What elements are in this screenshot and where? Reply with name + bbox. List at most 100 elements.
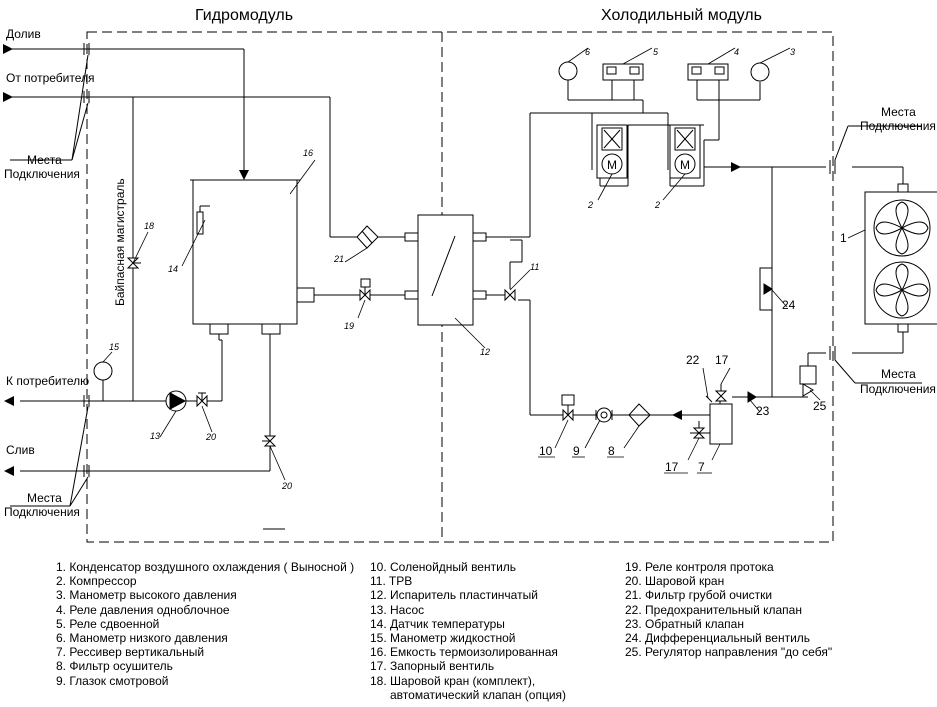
manometer-15-icon [93, 361, 113, 381]
label-connection-bottom-1: Места [27, 491, 62, 505]
num-21: 21 [333, 254, 344, 264]
legend-item: 14. Датчик температуры [370, 616, 505, 631]
title-hydromodule: Гидромодуль [195, 7, 293, 24]
num-23: 23 [756, 404, 770, 418]
check-valve-23-icon [747, 391, 757, 403]
low-pressure-gauge-6-icon [558, 61, 578, 81]
label-connection-top-1: Места [27, 153, 62, 167]
label-drain: Слив [6, 443, 35, 457]
legend-item: 3. Манометр высокого давления [56, 588, 237, 603]
sight-glass-9-icon [595, 407, 613, 423]
legend-column-1: 1. Конденсатор воздушного охлаждения ( В… [56, 560, 354, 688]
line-arrows [3, 44, 249, 476]
legend-item: 16. Емкость термоизолированная [370, 645, 558, 660]
arrow-doliv-icon [3, 44, 13, 54]
num-2a: 2 [587, 200, 593, 210]
num-22: 22 [686, 353, 700, 367]
label-doliv: Долив [6, 27, 41, 41]
legend-item: 13. Насос [370, 602, 425, 617]
num-20a: 20 [205, 432, 216, 442]
num-1: 1 [840, 231, 847, 245]
direction-regulator-25-icon [799, 365, 817, 397]
dual-relay-5-icon [602, 63, 644, 81]
arrow-liquid-icon [672, 410, 682, 420]
label-connection-right-bottom-2: Подключения [860, 382, 936, 396]
motor-letter-a: M [607, 158, 617, 172]
num-2b: 2 [654, 200, 660, 210]
plate-evaporator-12 [404, 214, 487, 326]
temperature-sensor-14-icon [196, 205, 210, 235]
legend-item: 22. Предохранительный клапан [625, 602, 802, 617]
arrow-into-tank-icon [239, 170, 249, 180]
legend-item: 6. Манометр низкого давления [56, 631, 228, 646]
legend-item: 23. Обратный клапан [625, 616, 744, 631]
num-12: 12 [480, 347, 490, 357]
num-17b: 17 [665, 460, 679, 474]
arrow-to-consumer-icon [4, 396, 14, 406]
receiver-7 [692, 384, 733, 445]
legend-item: 7. Рессивер вертикальный [56, 645, 205, 660]
label-connection-top-2: Подключения [4, 167, 80, 181]
ball-valve-20a-icon [196, 392, 208, 408]
hydromodule-piping [10, 48, 405, 530]
connection-flanges-left [10, 43, 90, 507]
motor-letter-b: M [680, 158, 690, 172]
num-7: 7 [698, 460, 705, 474]
num-14: 14 [168, 264, 178, 274]
num-8: 8 [608, 444, 615, 458]
legend-item: 20. Шаровой кран [625, 574, 725, 589]
num-10: 10 [539, 444, 553, 458]
label-connection-bottom-2: Подключения [4, 505, 80, 519]
legend-item: 1. Конденсатор воздушного охлаждения ( В… [56, 560, 355, 574]
legend-item: 9. Глазок смотровой [56, 673, 169, 688]
num-11: 11 [530, 262, 539, 272]
pressure-relay-4-icon [687, 63, 729, 81]
ball-valve-20b-icon [262, 435, 277, 447]
arrow-from-consumer-icon [3, 92, 13, 102]
differential-valve-24-icon [759, 267, 773, 311]
legend-item: 4. Реле давления одноблочное [56, 602, 230, 617]
legend-item: 19. Реле контроля протока [625, 560, 774, 574]
arrow-discharge-icon [731, 162, 741, 172]
high-pressure-gauge-3-icon [750, 62, 770, 82]
legend-item: 2. Компрессор [56, 574, 137, 589]
module-frame [86, 31, 834, 543]
legend-item: автоматический клапан (опция) [370, 687, 567, 702]
air-condenser-1 [864, 183, 937, 333]
num-16: 16 [303, 148, 313, 158]
connection-flanges-right [829, 125, 922, 384]
num-3: 3 [790, 47, 795, 57]
legend-item: 17. Запорный вентиль [370, 659, 495, 674]
compressor-2a [596, 124, 628, 179]
num-18: 18 [144, 221, 154, 231]
num-17a: 17 [715, 353, 729, 367]
compressor-2b [669, 124, 701, 179]
legend-column-2: 10. Соленойдный вентиль 11. TPB 12. Испа… [370, 560, 566, 702]
num-13: 13 [150, 431, 160, 441]
legend-item: 12. Испаритель пластинчатый [370, 588, 538, 603]
num-6: 6 [585, 47, 590, 57]
label-bypass: Байпасная магистраль [113, 178, 127, 306]
flow-relay-19-icon [359, 278, 371, 302]
callout-leaders [102, 47, 866, 481]
legend-item: 25. Регулятор направления "до себя" [625, 645, 833, 660]
label-connection-right-bottom-1: Места [881, 367, 916, 381]
number-underlines [538, 456, 712, 474]
num-4: 4 [734, 47, 739, 57]
trv-11-icon [504, 288, 516, 302]
legend-item: 5. Реле сдвоенной [56, 616, 160, 631]
arrow-drain-icon [4, 466, 14, 476]
label-to-consumer: К потребителю [6, 374, 89, 388]
num-20b: 20 [281, 481, 292, 491]
num-5: 5 [653, 47, 659, 57]
tank-16 [190, 179, 315, 341]
title-cooling-module: Холодильный модуль [601, 7, 762, 24]
num-25: 25 [813, 399, 827, 413]
coarse-filter-21-icon [356, 225, 379, 249]
legend-column-3: 19. Реле контроля протока 20. Шаровой кр… [625, 560, 832, 659]
legend-item: 11. TPB [370, 574, 413, 589]
num-15: 15 [109, 342, 120, 352]
label-connection-right-top-1: Места [881, 105, 916, 119]
num-24: 24 [782, 298, 796, 312]
